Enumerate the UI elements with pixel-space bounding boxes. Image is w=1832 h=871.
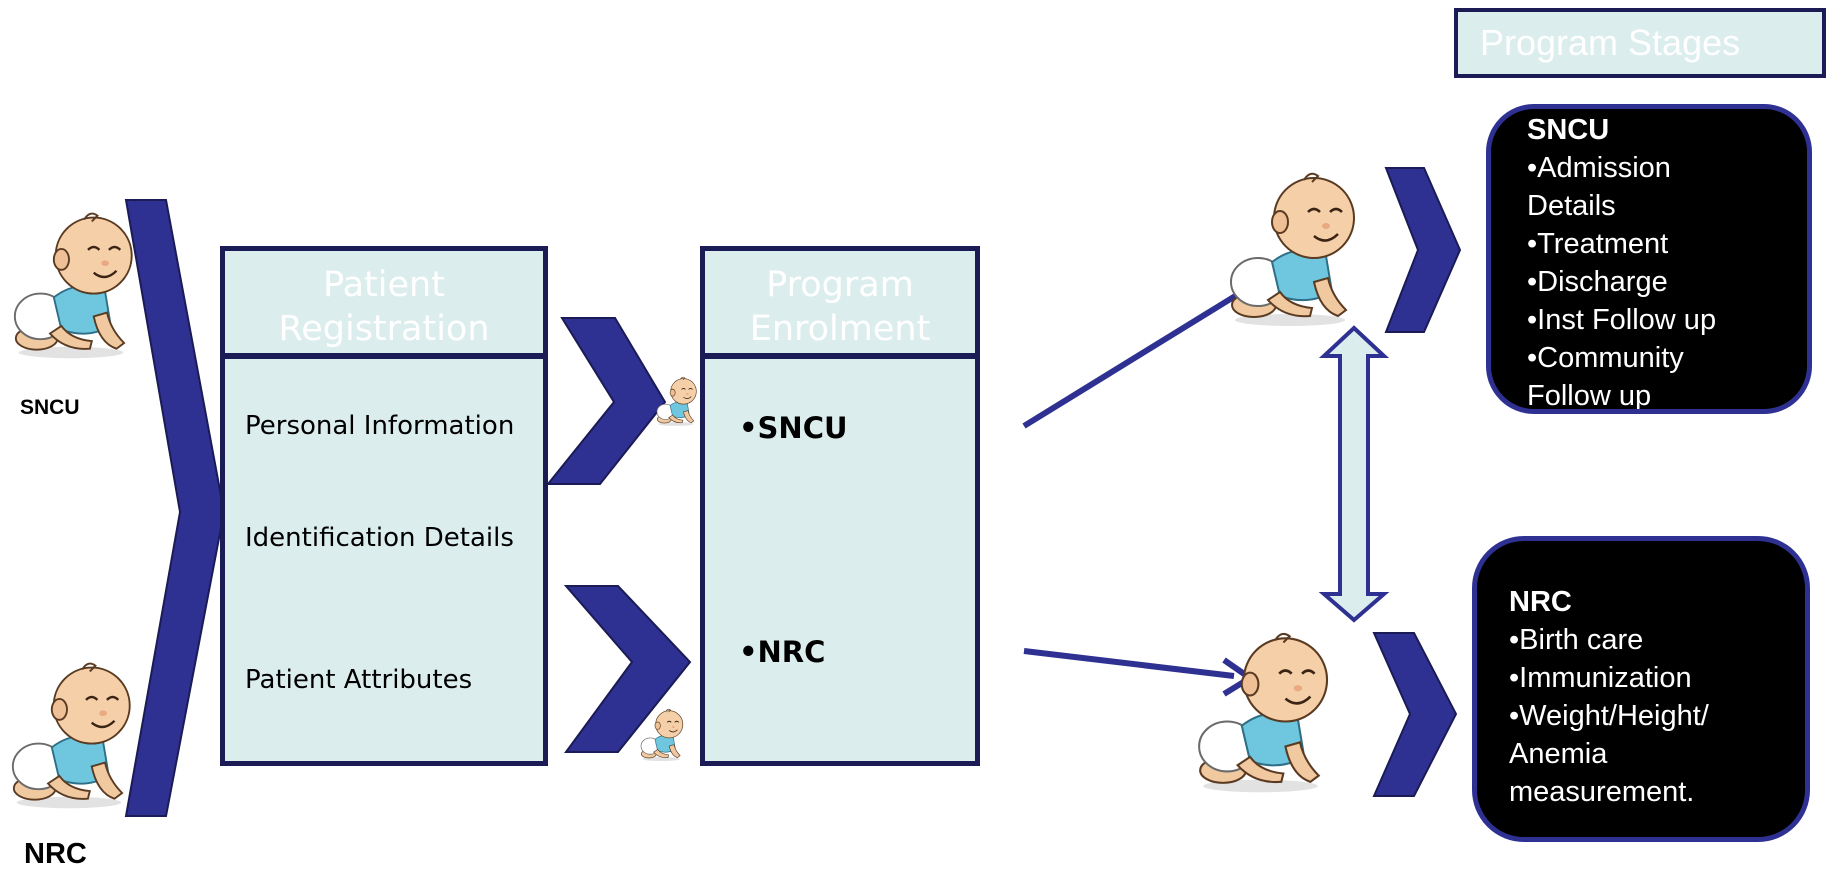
registration-item-identification-details: Identification Details [245,523,514,553]
nrc-stage-item: •Birth care [1509,624,1644,656]
baby-crawling-icon [13,212,133,360]
chevron-right-icon-upper [545,317,667,485]
chevron-right-icon-sncu [1384,167,1462,333]
registration-item-personal-information: Personal Information [245,411,515,441]
left-big-chevron-icon [124,199,226,817]
sncu-stage-item: •Discharge [1527,266,1668,298]
nrc-stage-item: Anemia [1509,738,1608,770]
sncu-stages-title: SNCU [1527,114,1610,146]
sncu-stage-item: •Treatment [1527,228,1669,260]
sncu-stages-box: SNCU •Admission Details •Treatment •Disc… [1486,104,1812,414]
baby-crawling-icon [11,662,131,810]
program-enrolment-title-line2: Enrolment [749,309,931,349]
nrc-stage-item: measurement. [1509,776,1695,808]
left-label-sncu: SNCU [20,396,80,419]
nrc-stages-title: NRC [1509,586,1572,618]
left-label-nrc: NRC [24,838,87,870]
patient-registration-title-line1: Patient [323,265,445,305]
enrolment-item-sncu: •SNCU [739,411,848,445]
sncu-stage-item: •Inst Follow up [1527,304,1717,336]
baby-crawling-icon [1229,172,1356,328]
sncu-stage-item: •Community [1527,342,1684,374]
baby-crawling-icon [1197,632,1329,794]
patient-registration-box: Patient Registration Personal Informatio… [220,246,548,766]
program-stages-header: Program Stages [1454,8,1826,78]
program-enrolment-box: Program Enrolment •SNCU •NRC [700,246,980,766]
nrc-stage-item: •Weight/Height/ [1509,700,1709,732]
arrow-to-nrc-stage [1023,648,1235,679]
sncu-stage-item: Details [1527,190,1616,222]
sncu-stage-item: Follow up [1527,380,1652,412]
nrc-stages-box: NRC •Birth care •Immunization •Weight/He… [1472,536,1810,842]
chevron-right-icon-lower [563,585,692,753]
program-enrolment-title: Program Enrolment [705,251,975,359]
patient-registration-title: Patient Registration [225,251,543,359]
chevron-right-icon-nrc [1372,632,1458,797]
nrc-stage-item: •Immunization [1509,662,1692,694]
double-arrow-icon [1318,325,1390,623]
patient-registration-title-line2: Registration [278,309,490,349]
line-to-sncu-stage [1022,279,1260,429]
enrolment-item-nrc: •NRC [739,635,826,669]
sncu-stage-item: •Admission [1527,152,1671,184]
program-enrolment-title-line1: Program [766,265,914,305]
baby-crawling-icon [640,708,684,762]
registration-item-patient-attributes: Patient Attributes [245,665,473,695]
